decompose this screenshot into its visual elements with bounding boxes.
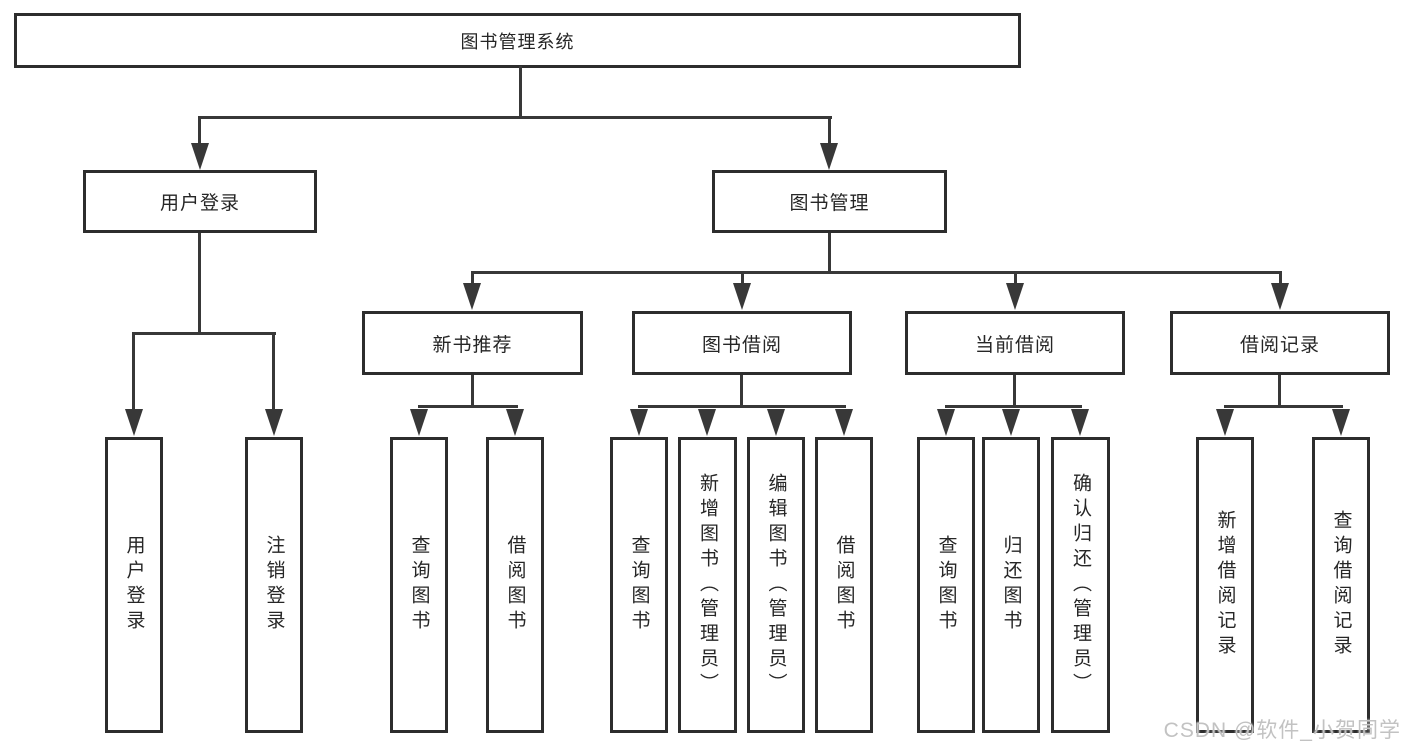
connector-login-stub-left — [132, 332, 135, 412]
arrow-down-icon — [698, 409, 716, 436]
leaf-query-books: 查询图书 — [390, 437, 448, 733]
leaf-confirm-return-admin-label: 确认归还（管理员） — [1070, 472, 1091, 698]
connector-mgmt-drop — [828, 233, 831, 274]
connector-newbook-bar — [418, 405, 518, 408]
connector-record-bar — [1224, 405, 1343, 408]
leaf-borrow-books-label: 借阅图书 — [504, 535, 526, 635]
node-new-book-recommendation-label: 新书推荐 — [432, 334, 513, 356]
connector-mgmt-bar — [471, 271, 1282, 274]
leaf-return-books: 归还图书 — [982, 437, 1040, 733]
arrow-down-icon — [506, 409, 524, 436]
node-book-borrowing-label: 图书借阅 — [701, 334, 782, 356]
leaf-borrow-books: 借阅图书 — [815, 437, 873, 733]
leaf-query-books-label: 查询图书 — [408, 535, 430, 635]
arrow-down-icon — [125, 409, 143, 436]
arrow-down-icon — [630, 409, 648, 436]
arrow-down-icon — [410, 409, 428, 436]
leaf-query-borrow-record-label: 查询借阅记录 — [1330, 510, 1352, 660]
connector-login-stub-right — [272, 332, 275, 412]
connector-current-bar — [945, 405, 1082, 408]
leaf-logout: 注销登录 — [245, 437, 303, 733]
node-book-borrowing: 图书借阅 — [632, 311, 852, 375]
arrow-down-icon — [463, 283, 481, 310]
arrow-down-icon — [1002, 409, 1020, 436]
arrow-down-icon — [265, 409, 283, 436]
node-borrowing-records-label: 借阅记录 — [1239, 334, 1320, 356]
connector-mgmt-stub — [1279, 271, 1282, 289]
leaf-query-borrow-record: 查询借阅记录 — [1312, 437, 1370, 733]
watermark: CSDN @软件_小贺同学 — [1163, 719, 1401, 742]
leaf-edit-book-admin-label: 编辑图书（管理员） — [765, 472, 787, 698]
leaf-add-borrow-record: 新增借阅记录 — [1196, 437, 1254, 733]
leaf-query-books: 查询图书 — [917, 437, 975, 733]
leaf-return-books-label: 归还图书 — [1000, 535, 1022, 635]
node-user-login: 用户登录 — [83, 170, 317, 233]
connector-mgmt-stub — [1014, 271, 1017, 289]
arrow-down-icon — [1216, 409, 1234, 436]
arrow-down-icon — [1006, 283, 1024, 310]
connector-record-drop — [1278, 375, 1281, 408]
leaf-query-books-label: 查询图书 — [935, 535, 957, 635]
connector-root-stub-right — [828, 116, 831, 148]
arrow-down-icon — [733, 283, 751, 310]
leaf-logout-label: 注销登录 — [263, 535, 285, 635]
connector-borrow-bar — [638, 405, 846, 408]
leaf-user-login: 用户登录 — [105, 437, 163, 733]
connector-login-drop — [198, 233, 201, 335]
node-book-management: 图书管理 — [712, 170, 947, 233]
connector-root-drop — [519, 66, 522, 119]
arrow-down-icon — [937, 409, 955, 436]
connector-newbook-drop — [471, 375, 474, 408]
arrow-down-icon — [1071, 409, 1089, 436]
connector-root-bar — [198, 116, 832, 119]
arrow-down-icon — [191, 143, 209, 170]
leaf-borrow-books-label: 借阅图书 — [833, 535, 855, 635]
node-borrowing-records: 借阅记录 — [1170, 311, 1390, 375]
arrow-down-icon — [820, 143, 838, 170]
connector-root-stub-left — [198, 116, 201, 148]
connector-mgmt-stub — [741, 271, 744, 289]
arrow-down-icon — [835, 409, 853, 436]
connector-borrow-drop — [740, 375, 743, 408]
leaf-add-book-admin: 新增图书（管理员） — [678, 437, 737, 733]
root-node-label: 图书管理系统 — [460, 31, 575, 52]
leaf-add-borrow-record-label: 新增借阅记录 — [1214, 510, 1236, 660]
node-user-login-label: 用户登录 — [159, 193, 240, 214]
arrow-down-icon — [767, 409, 785, 436]
leaf-query-books: 查询图书 — [610, 437, 668, 733]
arrow-down-icon — [1271, 283, 1289, 310]
node-new-book-recommendation: 新书推荐 — [362, 311, 583, 375]
node-book-management-label: 图书管理 — [789, 193, 870, 214]
arrow-down-icon — [1332, 409, 1350, 436]
root-node-book-management-system: 图书管理系统 — [14, 13, 1021, 68]
leaf-user-login-label: 用户登录 — [123, 535, 145, 635]
leaf-query-books-label: 查询图书 — [628, 535, 650, 635]
connector-mgmt-stub — [471, 271, 474, 289]
connector-current-drop — [1013, 375, 1016, 408]
node-current-borrowing-label: 当前借阅 — [974, 334, 1055, 356]
leaf-confirm-return-admin: 确认归还（管理员） — [1051, 437, 1110, 733]
leaf-borrow-books: 借阅图书 — [486, 437, 544, 733]
node-current-borrowing: 当前借阅 — [905, 311, 1125, 375]
connector-login-bar — [132, 332, 276, 335]
leaf-edit-book-admin: 编辑图书（管理员） — [747, 437, 805, 733]
leaf-add-book-admin-label: 新增图书（管理员） — [697, 472, 718, 698]
